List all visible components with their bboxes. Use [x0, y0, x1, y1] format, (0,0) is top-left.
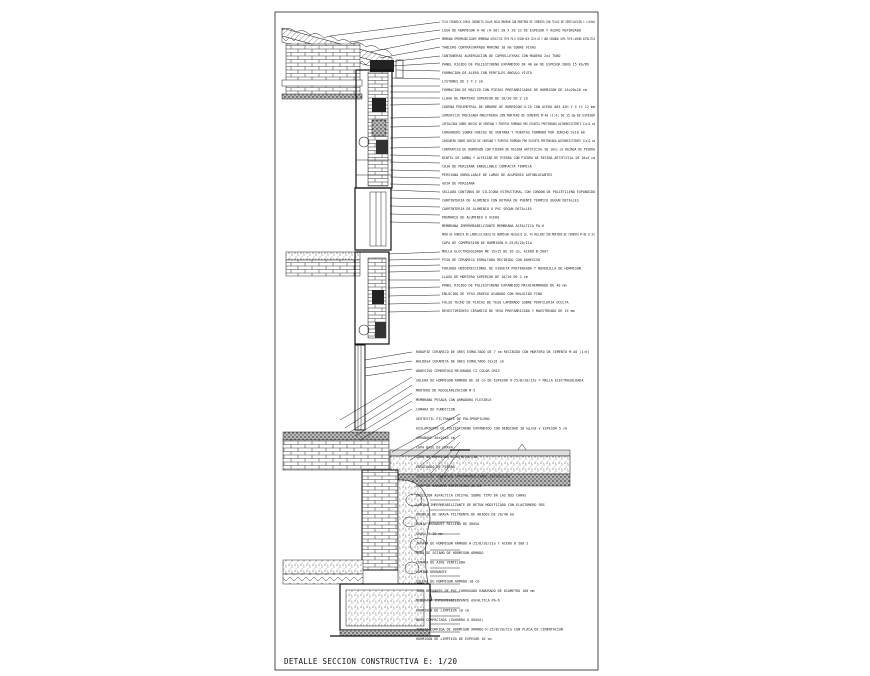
annotation-label: CAMARA DE AIRE VENTILADA	[416, 561, 465, 565]
annotation-label: CARPINTERIA DE ALUMINIO O PVC SEGUN DETA…	[442, 207, 532, 211]
ground-slab	[389, 443, 571, 487]
annotation-label: MURO DE FABRICA DE LADRILLO HUECO DE HOR…	[442, 233, 595, 237]
annotation-label: ZAPATA CORRIDA DE HORMIGON ARMADO H-25/B…	[416, 627, 563, 631]
annotation-label: ENLUCIDO DE YESO GRUESO ACABADO CON ENLU…	[442, 292, 542, 296]
annotation-label: FORMACION DE MACIZO CON PIEZAS PREFABRIC…	[442, 88, 587, 92]
annotation-label: TUBO DRENANTE DE PVC CORRUGADO RANURADO …	[416, 589, 534, 593]
annotation-label: AISLAMIENTO DE POLIESTIRENO EXPANDIDO CO…	[416, 427, 567, 431]
annotation-label: CARGADERO SOBRE HUECOS DE VENTANA Y PUER…	[442, 131, 585, 135]
annotation-label: LLAGA DE MORTERO SUPERIOR DE 10/20 DE 2 …	[442, 275, 528, 279]
annotation-label: PISO DE CERAMICA ESMALTADA RECIBIDO CON …	[442, 258, 540, 262]
annotation-label: MURO DE SOTANO DE HORMIGON ARMADO	[416, 551, 483, 555]
annotation-label: BALDOSA CERAMICA DE GRES ESMALTADO 31x31…	[416, 360, 504, 364]
annotation-label: CARGADERO SOBRE HUECOS DE VENTANA Y PUER…	[442, 139, 595, 143]
annotation-label: SUPERFICIE PROCESADA MAESTREADA CON MORT…	[442, 114, 596, 118]
annotation-label: MEMBRANA IMPERMEABILIZANTE ASFALTICA PA-…	[416, 599, 500, 603]
roof-assembly	[281, 27, 404, 100]
annotation-label: MALLA ELECTROSOLDADA ME 15x15 DE 10 cm, …	[442, 250, 548, 254]
annotation-labels-lower: RODAPIE CERAMICO DE GRES ESMALTADO DE 7 …	[416, 350, 590, 641]
annotation-label: PANEL RIGIDO DE POLIESTIRENO EXPANDIDO M…	[442, 284, 567, 288]
window-wall-middle	[285, 187, 392, 345]
annotation-label: GEOTEXTIL FILTRANTE DE POLIPROPILENO	[416, 417, 490, 421]
annotation-label: EMULSION ASFALTICA CRISTAL SOBRE TIPO EN…	[416, 494, 526, 498]
annotation-label: LLAGA DE MORTERO SUPERIOR DE 10/20 DE 2 …	[442, 97, 528, 101]
annotation-label: CANTONERAS ALBERGACION DE CAPRELLEYRAS C…	[442, 54, 560, 58]
annotation-label: CONTRAPISO DE HORMIGON CON PIEDRA DE RES…	[442, 148, 595, 152]
annotation-label: ZANJA DRENANTE RELLENA DE GRAVA	[416, 522, 479, 526]
annotation-label: MEMBRANA PESADA CON ARMADURA FLEXIBLE	[416, 398, 492, 402]
annotation-label: CAPA BASE DE GRAVA	[416, 446, 453, 450]
annotation-label: CAJA DE PERSIANA ENROLLABLE COMPACTA TER…	[442, 165, 532, 169]
annotation-label: ZOCALO DE HORMIGON IMPERMEABILIZADO 20x2…	[416, 474, 510, 478]
annotation-label: LISTONES DE 2 X 2 cm	[442, 80, 483, 84]
annotation-label: CARPINTERIA DE ALUMINIO CON ROTURA DE PU…	[442, 199, 579, 203]
annotation-label: SOLERA DE HORMIGON ARMADO 10 cm	[416, 580, 479, 584]
annotation-label: FORJADO UNIDIRECCIONAL DE VIGUETA PRETEN…	[442, 267, 581, 271]
leaders-upper	[329, 21, 441, 313]
annotation-label: LAMINA DRENANTE	[416, 570, 447, 574]
annotation-label: TEJA CERAMICA CURVA CORONITA COLOR ROJO …	[442, 20, 595, 24]
annotation-label: MEMBRANA IMPERMEABILIZANTE MEMBRANA ASFA…	[442, 37, 595, 41]
annotation-label: DINTEL DE JAMBA Y ALFEIZAR DE PIEDRA CON…	[442, 156, 595, 160]
annotation-label: TABLERO CONTRACHAPADO MARINO 18 mm SOBRE…	[442, 46, 536, 50]
annotation-label: ADHESIVO CEMENTOSO MEJORADO C2 COLOR GRI…	[416, 369, 500, 373]
annotation-label: PERSIANA ENROLLABLE DE LAMAS DE ALUMINIO…	[442, 173, 552, 177]
annotation-label: ARRANQUE 20x20x4 cm	[416, 436, 455, 440]
annotation-label: CADENA PERIMETRAL DE AMARRE DE HORMIGON …	[442, 105, 595, 109]
annotation-label: RODAPIE CERAMICO DE GRES ESMALTADO DE 7 …	[416, 350, 590, 354]
annotation-label: FALSO TECHO DE PLACAS DE YESO LAMINADO S…	[442, 301, 569, 305]
annotation-label: ZAPATA DE HORMIGON ARMADO H-25/B/20/IIa …	[416, 541, 528, 545]
annotation-label: HORMIGON DE LIMPIEZA DE ESPESOR 10 cm	[416, 637, 492, 641]
sheet-frame	[274, 11, 599, 671]
annotation-label: DRENAJE DE GRAVA FILTRANTE DE ARIDOS DE …	[416, 513, 514, 517]
annotation-label: CAPA DE COMPRESION DE HORMIGON H-25/B/20…	[442, 241, 532, 245]
annotation-label: CAMARA DE FUNDICION	[416, 407, 455, 411]
annotation-label: LOSA DE HORMIGON H-40 (H-30) 20 X 20 cm …	[442, 29, 581, 33]
annotation-label: SELLADO CONTINUO DE SILICONA ESTRUCTURAL…	[442, 190, 595, 194]
drawing-title: DETALLE SECCION CONSTRUCTIVA E: 1/20	[284, 657, 458, 666]
annotation-label: LAMINA IMPERMEABILIZANTE DE BETUN MODIFI…	[416, 503, 545, 507]
annotation-label: FORMACION DE ALERO CON PERFILES ANGULO V…	[442, 71, 532, 75]
foundation-wall	[282, 469, 440, 637]
annotation-label: PANEL RIGIDO DE POLIESTIRENO EXPANDIDO D…	[442, 63, 589, 67]
annotation-label: HORMIGON DE LIMPIEZA 10 cm	[416, 608, 469, 612]
annotation-label: SOLERA DE HORMIGON ARMADO DE 10 cm DE ES…	[416, 379, 583, 383]
annotation-label: MORTERO DE REGULARIZACION M-5	[416, 388, 475, 392]
window-lower	[282, 344, 390, 471]
annotation-label: GUIA DE PERSIANA	[442, 182, 475, 186]
annotation-label: CAPA DE HORMIGON H-25/B/20/IIa	[416, 455, 477, 459]
leaders-lower	[339, 351, 461, 633]
annotation-label: MEMBRANA IMPERMEABILIZANTE MEMBRANA ASFA…	[442, 224, 544, 228]
annotation-labels-upper: TEJA CERAMICA CURVA CORONITA COLOR ROJO …	[442, 20, 596, 313]
annotation-label: CAPIALZADO SOBRE HUECOS DE VENTANA Y PUE…	[442, 122, 595, 126]
annotation-label: ENCACHADO DE PIEDRA	[416, 465, 455, 469]
annotation-label: BASE COMPACTADA (ZAHORRA O GRAVA)	[416, 618, 483, 622]
annotation-label: BASE DE ZAHORRA ARTIFICIAL ZA-25	[416, 484, 481, 488]
annotation-label: REVESTIMIENTO CERAMICO DE YESO PREFABRIC…	[442, 309, 575, 313]
upper-wall	[355, 69, 393, 189]
annotation-label: PREMARCO DE ALUMINIO O ACERO	[442, 216, 499, 220]
annotation-label: GRAVA 8-20 mm	[416, 532, 443, 536]
